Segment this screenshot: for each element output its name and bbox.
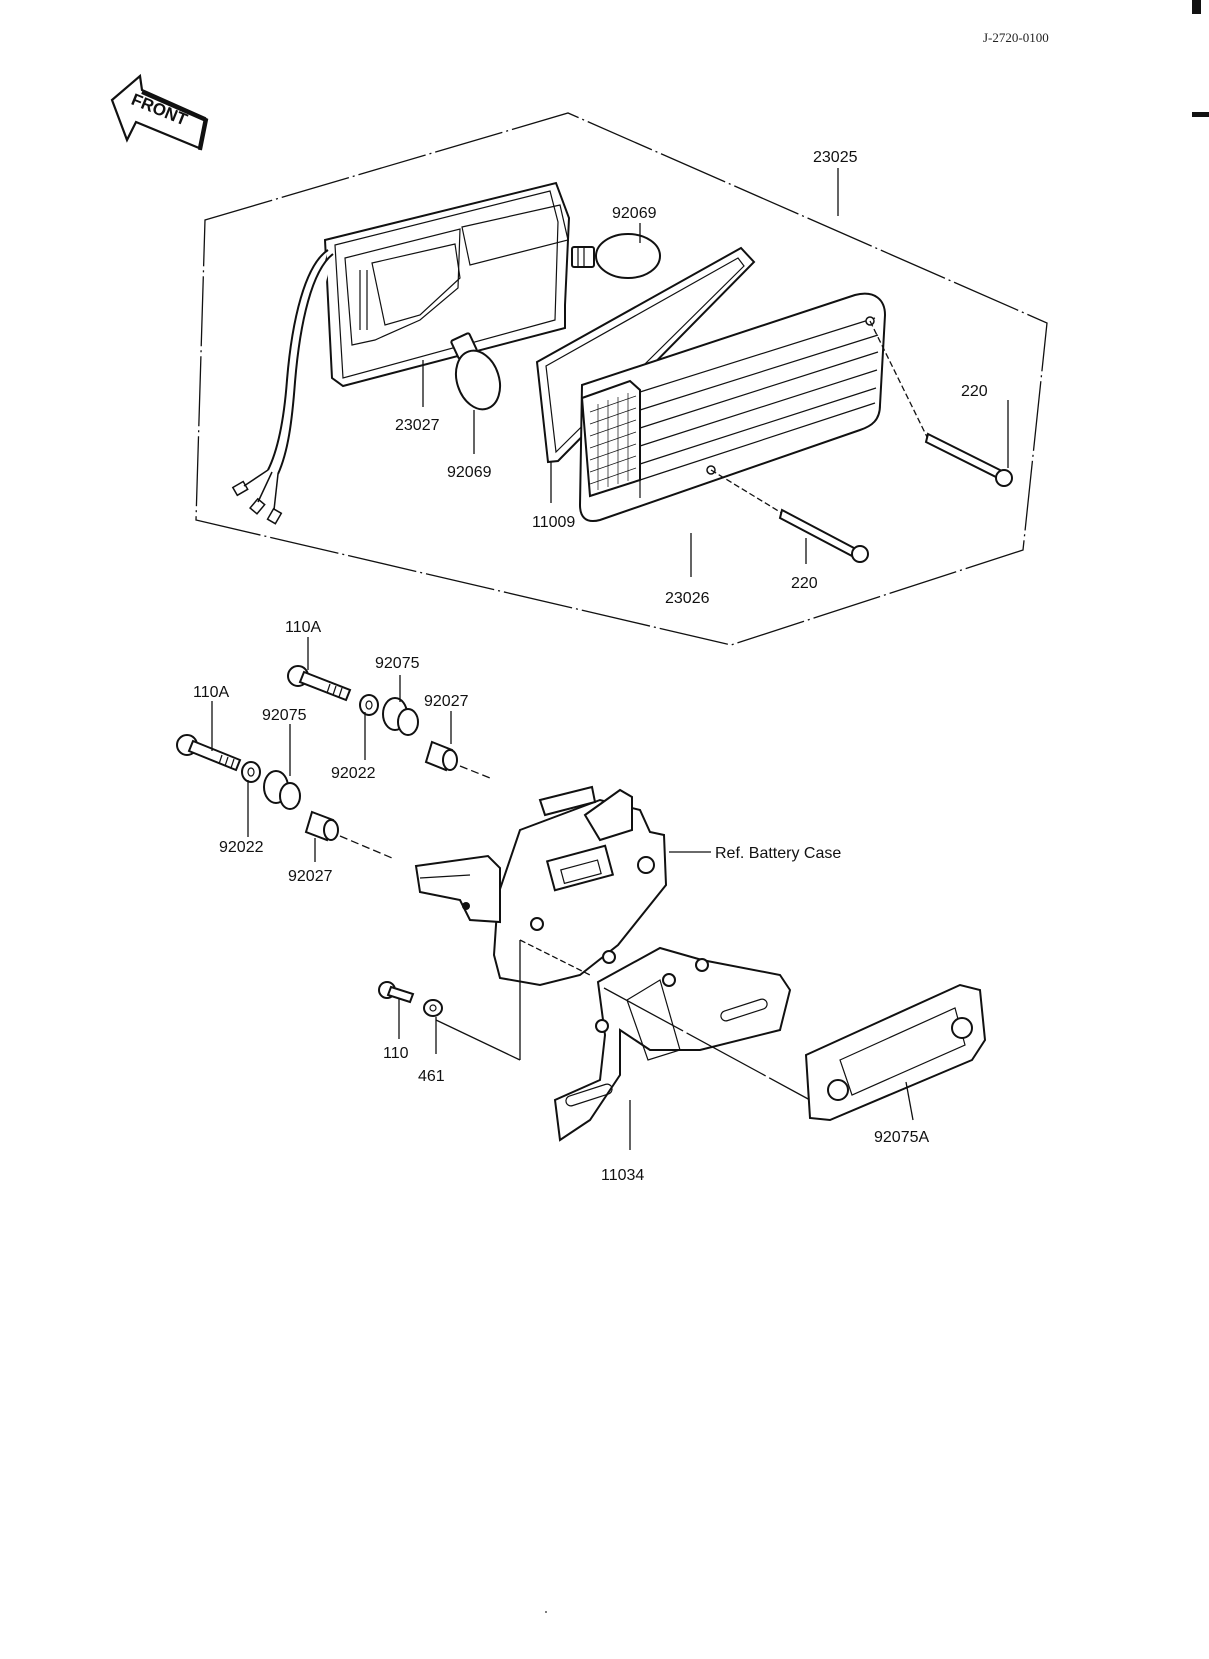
washer-92022-upper: [359, 694, 379, 716]
leader-lines-top: [422, 168, 1009, 577]
callout-92022-upper: 92022: [331, 765, 376, 782]
grommet-92075-lower: [263, 770, 301, 810]
front-arrow-icon: FRONT: [110, 73, 209, 151]
bolt-110: [378, 981, 415, 1004]
speck: [545, 1611, 547, 1613]
license-bracket-11034: [553, 946, 792, 1142]
callout-92069-top: 92069: [612, 205, 657, 222]
callout-23026: 23026: [665, 590, 710, 607]
screw-220-bottom: [710, 469, 869, 563]
callout-11034: 11034: [601, 1167, 644, 1184]
callout-11009: 11009: [532, 514, 575, 531]
callout-110A-lower: 110A: [193, 684, 230, 701]
callout-92027-lower: 92027: [288, 868, 333, 885]
callout-92027-upper: 92027: [424, 693, 469, 710]
callout-110: 110: [383, 1045, 409, 1062]
callout-92069-bottom: 92069: [447, 464, 492, 481]
collar-92027-lower: [304, 810, 393, 859]
document-code: J-2720-0100: [983, 30, 1049, 45]
callout-110A-upper: 110A: [285, 619, 322, 636]
collar-92027-upper: [424, 740, 491, 779]
callout-23027: 23027: [395, 417, 440, 434]
leader-lines-lower: [211, 637, 914, 1150]
bolt-110A-lower: [176, 734, 242, 772]
callout-461: 461: [418, 1068, 445, 1085]
callout-92075-lower: 92075: [262, 707, 307, 724]
callout-92022-lower: 92022: [219, 839, 264, 856]
license-lens-92075A: [804, 983, 987, 1122]
registration-mark-side: [1192, 112, 1209, 117]
bolt-110A-upper: [287, 665, 352, 702]
bulb-92069-bottom: [450, 332, 502, 411]
bulb-92069-top: [571, 233, 661, 279]
grommet-92075-upper: [382, 697, 419, 736]
callout-220-right: 220: [961, 383, 988, 400]
screw-220-right: [869, 320, 1013, 487]
lens-23026: [578, 292, 887, 522]
callout-ref-battery-case: Ref. Battery Case: [715, 845, 841, 862]
battery-case-bracket: [414, 785, 668, 1061]
tail-lamp-assembly-boundary: [195, 112, 1048, 646]
callout-92075A: 92075A: [874, 1129, 929, 1146]
washer-92022-lower: [241, 761, 261, 783]
registration-mark-top: [1192, 0, 1201, 14]
nut-461: [423, 999, 443, 1017]
callout-23025: 23025: [813, 149, 858, 166]
callout-220-bottom: 220: [791, 575, 818, 592]
lens-leader-line: [603, 987, 811, 1101]
callout-92075-upper: 92075: [375, 655, 420, 672]
lamp-base-23027: [231, 181, 571, 525]
